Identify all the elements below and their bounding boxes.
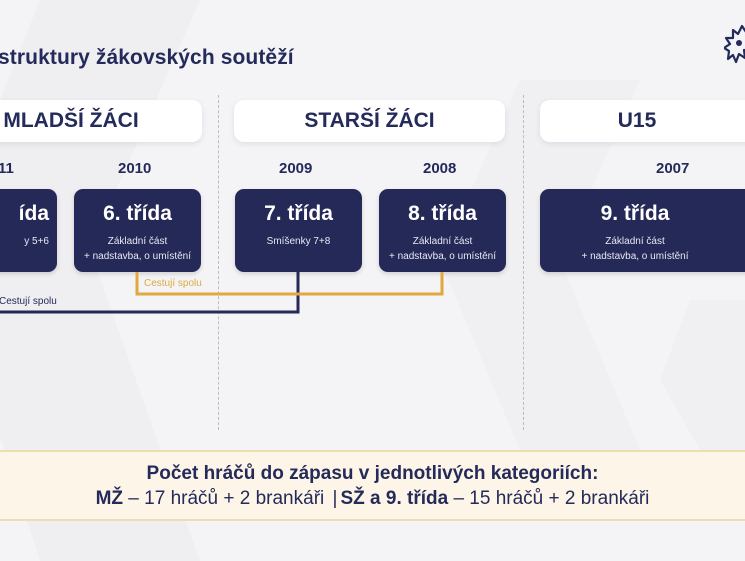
connector-label-gold: Cestují spolu [144,278,202,289]
connector-gold [135,272,444,296]
year-label: 11 [0,160,14,177]
lion-logo-icon [724,24,745,64]
connector-label-navy: Cestují spolu [0,296,57,307]
mz-text: – 17 hráčů + 2 brankáři [123,488,330,509]
category-u15: U15 [540,100,745,142]
card-8-trida: 8. třída Základní část + nadstavba, o um… [379,189,506,272]
card-desc: y 5+6 [24,236,49,247]
card-desc: Základní část + nadstavba, o umístění [83,236,191,262]
card-desc: Základní část + nadstavba, o umístění [388,236,496,262]
card-desc: Smíšenky 7+8 [266,236,331,247]
card-desc: Základní část + nadstavba, o umístění [581,236,689,262]
year-label: 2010 [118,160,152,177]
separator: | [332,488,338,509]
card-title: 6. třída [103,202,172,225]
card-7-trida: 7. třída Smíšenky 7+8 [235,189,362,272]
year-label: 2008 [423,160,457,177]
footer-info: Počet hráčů do zápasu v jednotlivých kat… [0,450,745,521]
connector-navy [0,272,300,314]
mz-label: MŽ [95,488,124,509]
section-divider [218,95,219,430]
category-label: U15 [617,109,657,132]
footer-player-counts: MŽ – 17 hráčů + 2 brankáři |SŽ a 9. tříd… [0,488,745,510]
category-mladsi-zaci: MLADŠÍ ŽÁCI [0,100,202,142]
category-label: STARŠÍ ŽÁCI [304,109,435,132]
page-title: struktury žákovských soutěží [0,46,294,69]
section-divider [523,95,524,430]
card-title: ída [18,202,49,225]
sz-text: – 15 hráčů + 2 brankáři [448,488,650,509]
year-label: 2007 [656,160,690,177]
sz-label: SŽ a 9. třída [340,488,449,509]
card-9-trida: 9. třída Základní část + nadstavba, o um… [540,189,745,272]
year-label: 2009 [279,160,313,177]
card-6-trida: 6. třída Základní část + nadstavba, o um… [74,189,201,272]
footer-heading: Počet hráčů do zápasu v jednotlivých kat… [146,463,599,484]
card-title: 8. třída [408,202,477,225]
card-title: 9. třída [600,202,670,225]
card-5-trida: ída y 5+6 [0,189,57,272]
category-starsi-zaci: STARŠÍ ŽÁCI [234,100,505,142]
category-label: MLADŠÍ ŽÁCI [3,109,139,132]
card-title: 7. třída [264,202,333,225]
